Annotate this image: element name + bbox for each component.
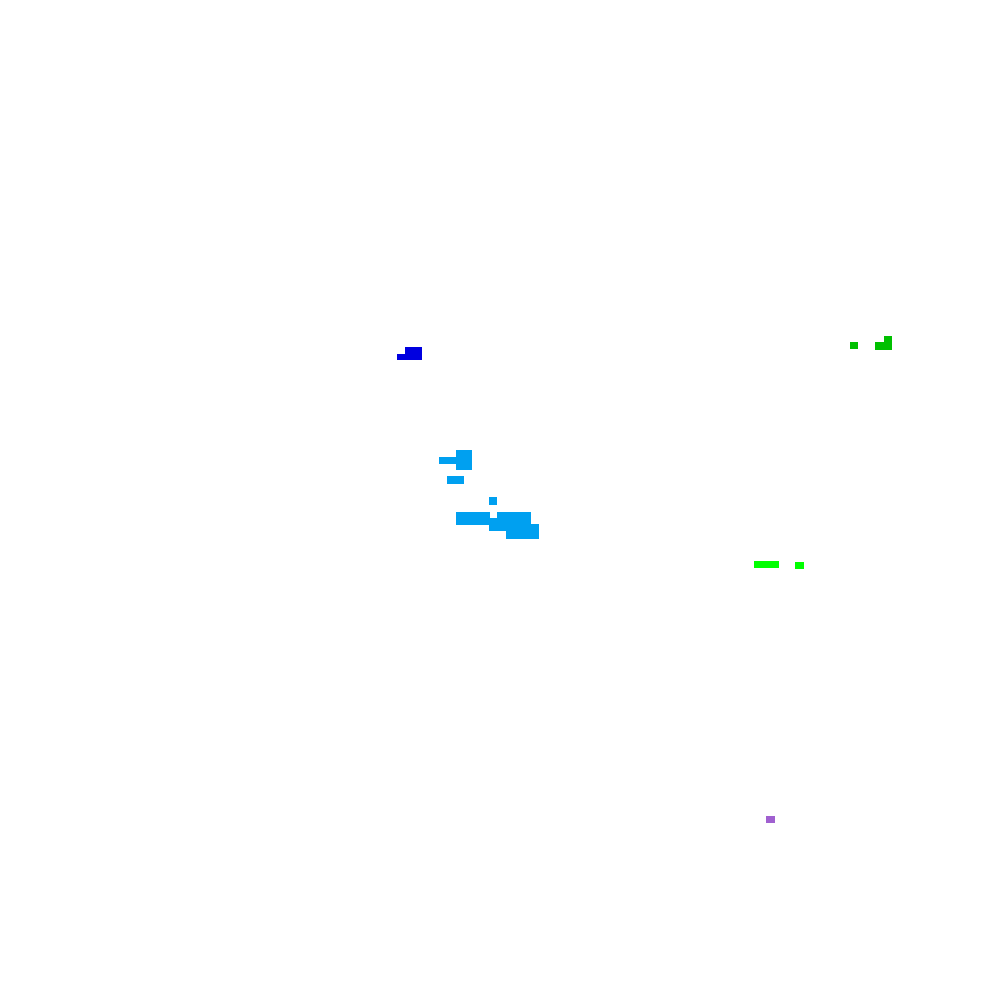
- blob-pixel: [884, 336, 892, 344]
- blob-pixel: [795, 562, 804, 569]
- blob-pixel: [456, 512, 490, 525]
- blob-pixel: [850, 342, 858, 349]
- blob-pixel: [754, 561, 779, 568]
- blob-pixel: [489, 518, 509, 531]
- blob-pixel: [489, 497, 497, 505]
- blob-pixel: [405, 347, 422, 360]
- blob-pixel: [875, 342, 892, 350]
- blob-pixel: [456, 450, 472, 470]
- blob-pixel: [766, 816, 775, 823]
- blob-pixel: [397, 354, 407, 360]
- blob-pixel: [447, 476, 464, 484]
- blob-pixel: [439, 457, 459, 464]
- blob-pixel: [506, 524, 539, 539]
